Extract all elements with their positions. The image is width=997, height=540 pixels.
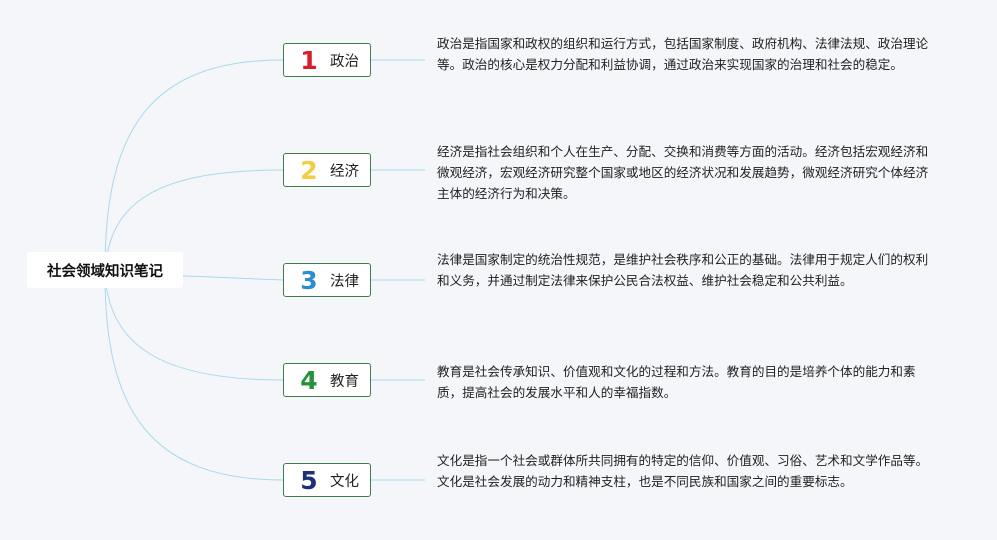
description-law: 法律是国家制定的统治性规范，是维护社会秩序和公正的基础。法律用于规定人们的权利和… — [437, 252, 929, 288]
branch-label-economy: 经济 — [330, 163, 359, 180]
description-culture: 文化是指一个社会或群体所共同拥有的特定的信仰、价值观、习俗、艺术和文学作品等。文… — [437, 453, 929, 489]
description-education: 教育是社会传承知识、价值观和文化的过程和方法。教育的目的是培养个体的能力和素质，… — [437, 364, 916, 400]
branch-law[interactable]: 3 法律 — [283, 263, 371, 297]
branch-education[interactable]: 4 教育 — [283, 363, 371, 397]
connector-root-branch-5 — [104, 274, 284, 481]
description-politics: 政治是指国家和政权的组织和运行方式，包括国家制度、政府机构、法律法规、政治理论等… — [437, 36, 929, 72]
branch-label-education: 教育 — [330, 373, 359, 390]
root-topic-title: 社会领域知识笔记 — [47, 263, 163, 280]
connector-root-branch-3 — [182, 275, 284, 281]
branch-number-3: 3 — [300, 265, 318, 295]
connector-root-branch-2 — [104, 169, 284, 271]
branch-culture[interactable]: 5 文化 — [283, 463, 371, 497]
branch-number-5: 5 — [300, 465, 318, 495]
branch-label-law: 法律 — [330, 273, 359, 290]
connector-root-branch-4 — [104, 274, 284, 381]
description-economy: 经济是指社会组织和个人在生产、分配、交换和消费等方面的活动。经济包括宏观经济和微… — [437, 144, 929, 201]
branch-number-2: 2 — [300, 155, 318, 185]
branch-label-politics: 政治 — [330, 53, 359, 70]
connector-root-branch-1 — [104, 59, 284, 271]
branch-economy[interactable]: 2 经济 — [283, 153, 371, 187]
branch-label-culture: 文化 — [330, 473, 359, 490]
branch-politics[interactable]: 1 政治 — [283, 43, 371, 77]
branch-number-4: 4 — [300, 365, 318, 395]
root-topic[interactable]: 社会领域知识笔记 — [27, 252, 183, 288]
branch-number-1: 1 — [300, 45, 318, 75]
